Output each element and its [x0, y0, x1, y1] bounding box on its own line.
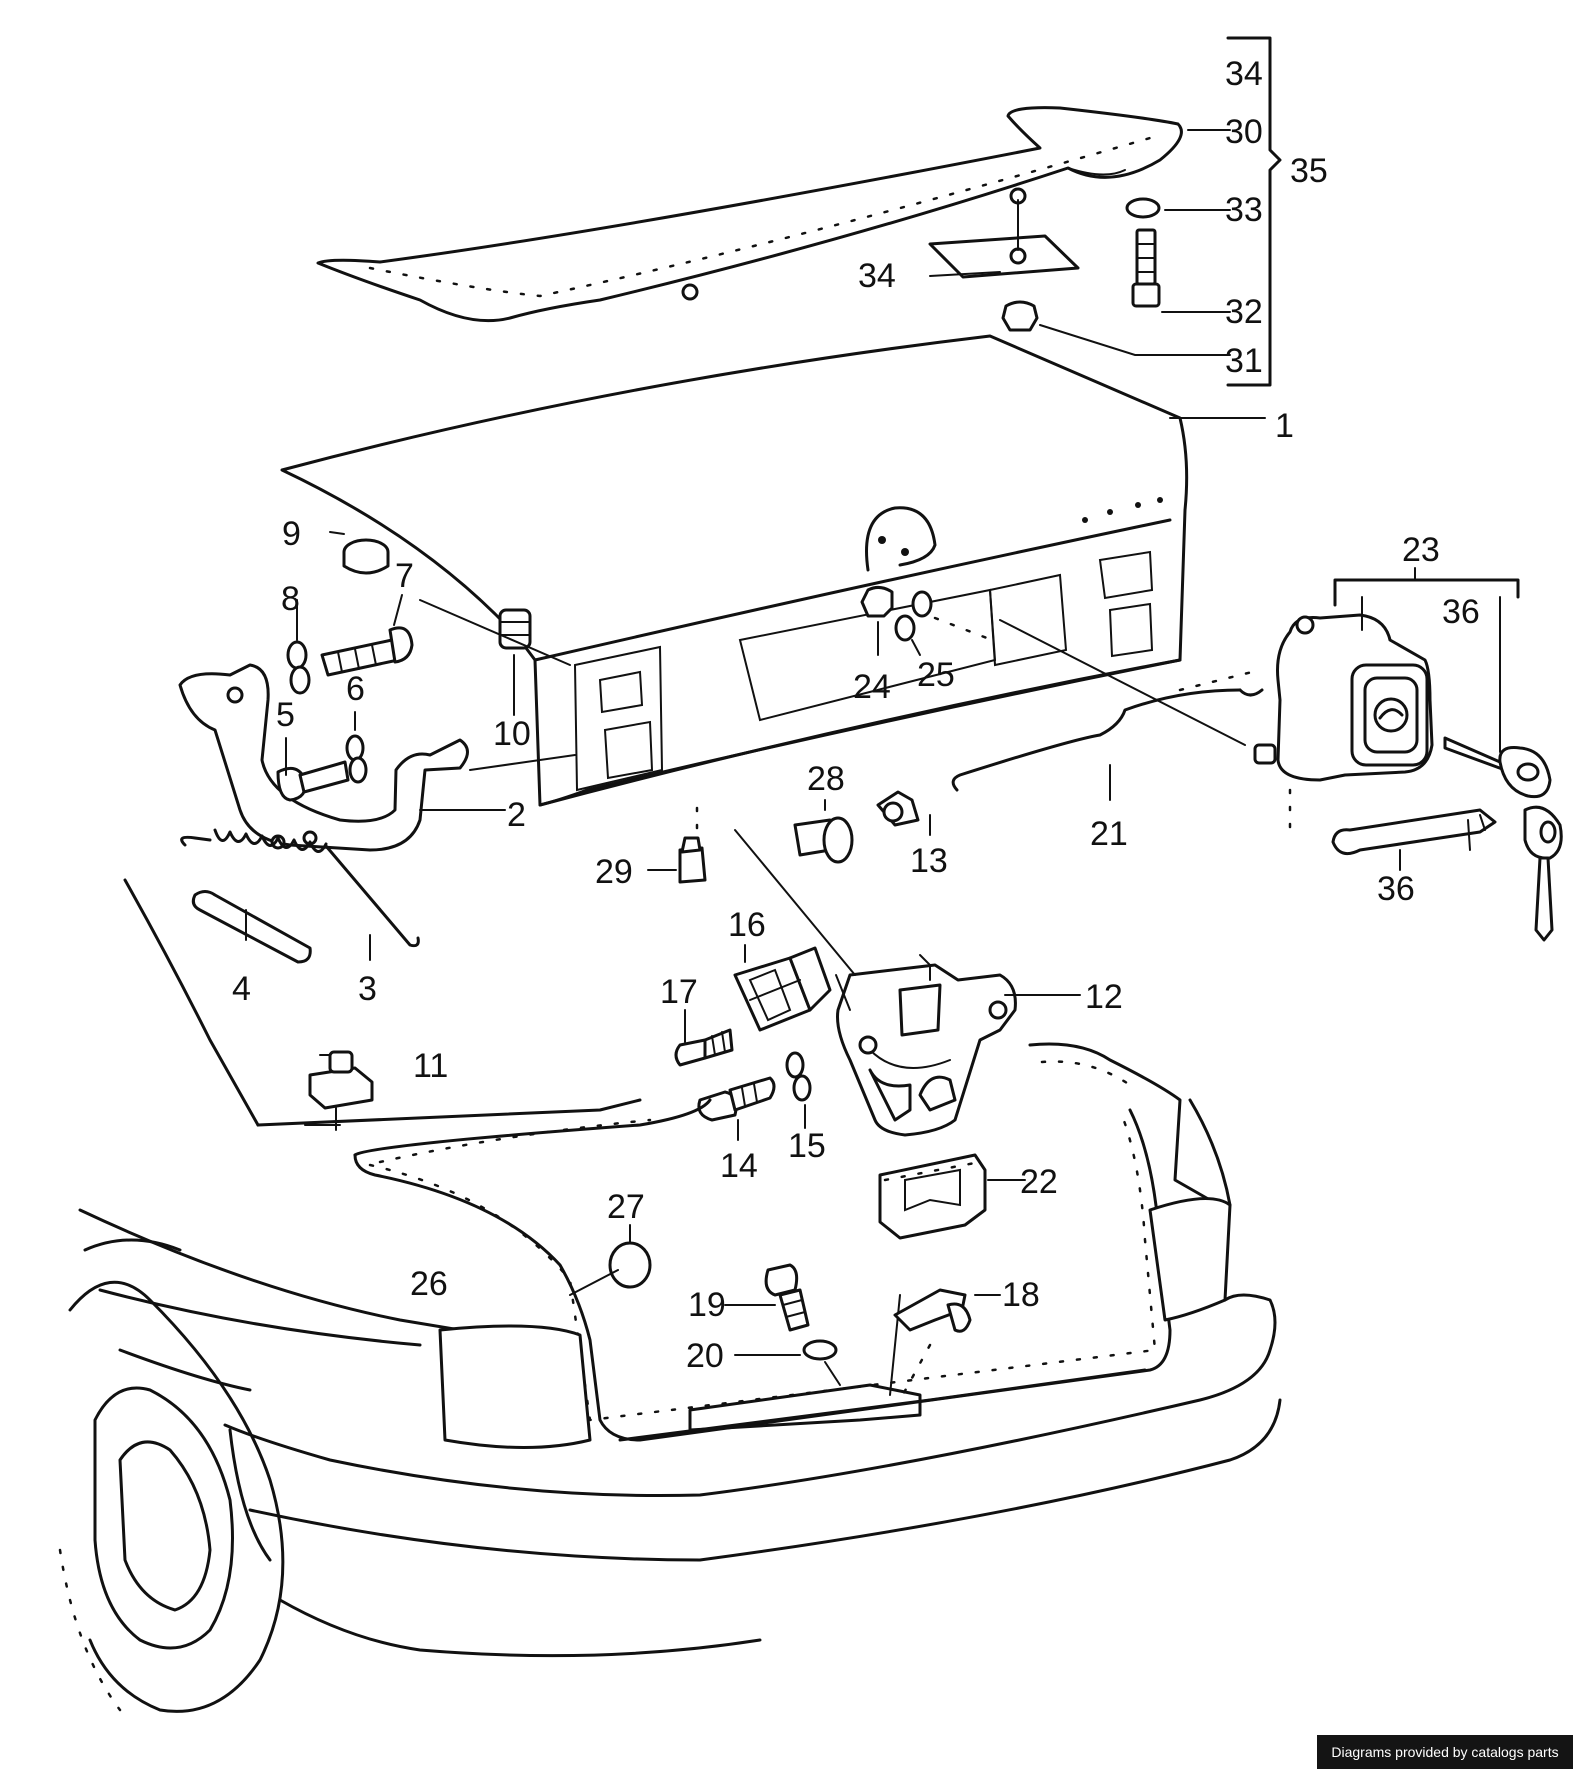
- trunk-lid: [280, 334, 1189, 807]
- trunk-hinge: [178, 663, 469, 852]
- callout-24: 24: [853, 668, 891, 706]
- spoiler-bolt: [1131, 228, 1161, 308]
- lid-buffer-9: [342, 538, 390, 575]
- callout-33: 33: [1225, 191, 1263, 229]
- lock-cylinder-housing: [1253, 613, 1434, 782]
- callout-28: 28: [807, 760, 845, 798]
- callout-10: 10: [493, 715, 531, 753]
- callout-8: 8: [281, 580, 300, 618]
- hinge-washer-8: [286, 640, 311, 695]
- callout-19: 19: [688, 1286, 726, 1324]
- lock-leader-lines: [999, 596, 1501, 871]
- callout-14: 14: [720, 1147, 758, 1185]
- leader-20-b: [824, 1361, 841, 1386]
- spoiler-mounting-pad: [928, 199, 1080, 279]
- torsion-spring: [180, 828, 420, 948]
- callout-17: 17: [660, 973, 698, 1011]
- callout-5: 5: [276, 696, 295, 734]
- lid-bracket-11: [304, 1050, 374, 1131]
- callout-26: 26: [410, 1265, 448, 1303]
- callout-15: 15: [788, 1127, 826, 1165]
- callout-29: 29: [595, 853, 633, 891]
- callout-6: 6: [346, 670, 365, 708]
- bracket-35: [1226, 36, 1282, 387]
- callout-32: 32: [1225, 293, 1263, 331]
- leader-18-b: [898, 1343, 932, 1402]
- lock-lever-36: [1331, 808, 1497, 856]
- cable-clip-13: [876, 790, 920, 827]
- lid-washer-25: [894, 590, 933, 642]
- grommet-27: [608, 1241, 652, 1289]
- bracket-18: [893, 1288, 972, 1333]
- callout-labels: 1 2 3 4 5 6 7 8 9 10 11 12 13 14 15 16 1…: [232, 55, 1480, 1375]
- callout-12: 12: [1085, 978, 1123, 1016]
- callout-35: 35: [1290, 152, 1328, 190]
- lid-nut-24: [860, 585, 894, 618]
- callout-36-lever: 36: [1377, 870, 1415, 908]
- plug-28: [793, 816, 854, 864]
- spoiler-nut: [1001, 300, 1039, 332]
- spoiler-washer: [1125, 197, 1161, 219]
- callout-13: 13: [910, 842, 948, 880]
- callout-9: 9: [282, 515, 301, 553]
- callout-7: 7: [395, 557, 414, 595]
- screw-17: [674, 1028, 734, 1067]
- callout-34-top: 34: [1225, 55, 1263, 93]
- key-2: [1523, 805, 1563, 942]
- lock-bracket-23: [1333, 567, 1520, 607]
- leader-27-b: [569, 1269, 619, 1296]
- callout-25: 25: [917, 656, 955, 694]
- screw-19: [764, 1263, 810, 1332]
- lock-leaders: [734, 829, 1081, 1011]
- rear-spoiler: [316, 106, 1183, 323]
- car-body: [58, 878, 1282, 1713]
- callout-21: 21: [1090, 815, 1128, 853]
- hinge-washer-6: [345, 734, 368, 784]
- callout-20: 20: [686, 1337, 724, 1375]
- release-cable: [951, 668, 1264, 792]
- spring-rod: [191, 890, 312, 964]
- callout-36-key: 36: [1442, 593, 1480, 631]
- lid-buffer-10: [498, 608, 532, 650]
- hinge-bolt-7: [320, 626, 414, 677]
- callout-23: 23: [1402, 531, 1440, 569]
- callout-18: 18: [1002, 1276, 1040, 1314]
- buffer-29: [678, 836, 707, 884]
- callout-27: 27: [607, 1188, 645, 1226]
- callout-1: 1: [1275, 407, 1294, 445]
- callout-3: 3: [358, 970, 377, 1008]
- striker-cover-22: [878, 1153, 987, 1240]
- small-leaders: [877, 616, 994, 656]
- trunk-lock-12: [836, 963, 1017, 1137]
- washer-15: [785, 1051, 812, 1102]
- micro-switch-16: [733, 946, 832, 1032]
- callout-16: 16: [728, 906, 766, 944]
- callout-4: 4: [232, 970, 251, 1008]
- key-1: [1443, 736, 1552, 799]
- diagram-credit: Diagrams provided by catalogs parts: [1317, 1735, 1573, 1769]
- washer-20: [802, 1339, 838, 1361]
- callout-31: 31: [1225, 342, 1263, 380]
- callout-30: 30: [1225, 113, 1263, 151]
- callout-34-pad: 34: [858, 257, 896, 295]
- leader-lines: [245, 129, 1266, 1056]
- callout-2: 2: [507, 796, 526, 834]
- callout-22: 22: [1020, 1163, 1058, 1201]
- hinge-bolt-5: [276, 760, 350, 802]
- callout-11: 11: [413, 1047, 448, 1085]
